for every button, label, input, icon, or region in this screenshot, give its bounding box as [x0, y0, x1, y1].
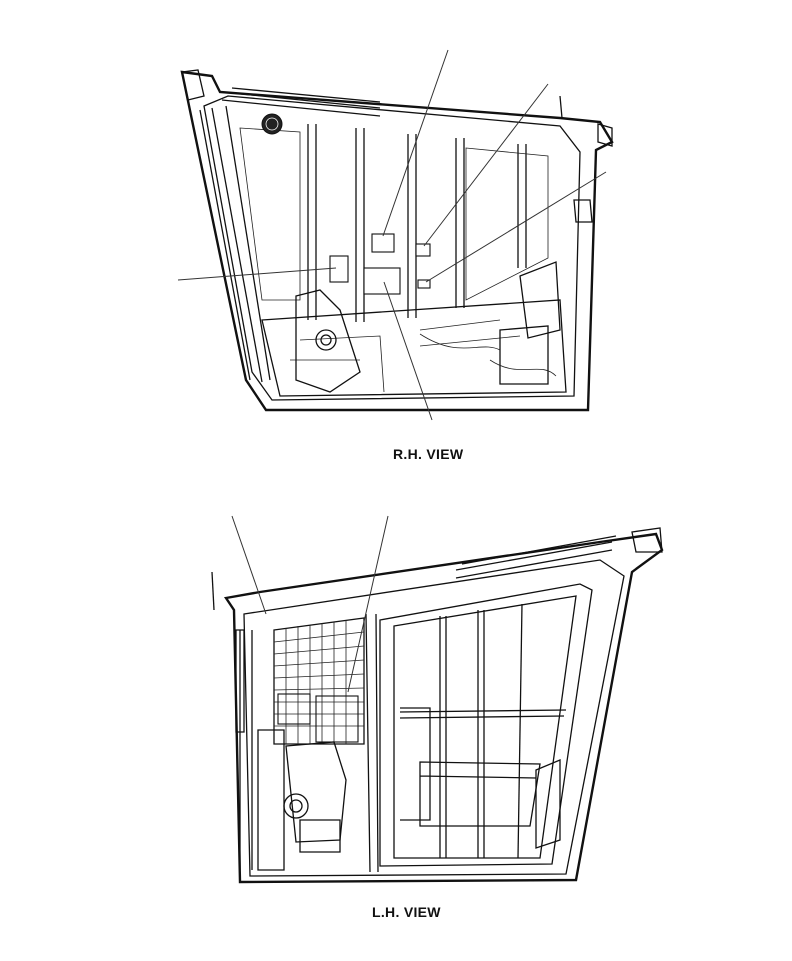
lh-seat-area: [285, 741, 347, 843]
rh-knob: [315, 329, 337, 351]
rh-decal-2: [415, 243, 431, 257]
lh-door-window-bars: [399, 603, 567, 859]
rh-seat: [295, 289, 361, 393]
lh-decal-1: [277, 693, 311, 725]
rh-decal-3: [329, 255, 349, 283]
rh-decal-4: [363, 267, 401, 295]
rh-decal-5: [417, 279, 431, 289]
lh-rear-mesh-panel: [273, 617, 365, 745]
lh-cab-outline: [223, 532, 664, 884]
rh-rear-window: [465, 147, 549, 301]
lh-fan: [283, 793, 309, 819]
rh-wiring: [419, 333, 557, 377]
rh-cab-drawing: [177, 49, 614, 421]
lh-door-rail: [400, 707, 431, 821]
lh-view-caption: L.H. VIEW: [372, 904, 441, 920]
lh-view: L.H. VIEW: [0, 480, 792, 961]
rh-leader-3: [425, 171, 607, 283]
rh-lower-panel-detail: [290, 319, 521, 393]
rh-speaker: [261, 113, 283, 135]
lh-side-bracket: [235, 629, 245, 733]
rh-roof-rail: [221, 87, 381, 117]
rh-leader-1: [382, 49, 449, 237]
lh-cab-drawing: [211, 515, 664, 884]
lh-leader-2: [347, 515, 389, 693]
rh-leader-5: [383, 281, 433, 421]
lh-lift-eye-front: [631, 527, 663, 553]
lh-front-pillar: [239, 613, 379, 873]
rh-leader-2: [423, 83, 549, 247]
lh-console: [257, 729, 341, 871]
lh-door-lower-panel: [419, 761, 541, 827]
lh-cab-inner-frame: [243, 559, 625, 877]
lh-roof-rail: [455, 535, 617, 579]
rh-mirror-bracket: [559, 95, 593, 223]
rh-view: R.H. VIEW: [0, 0, 792, 480]
lh-antenna: [211, 571, 215, 611]
lh-decal-2: [315, 695, 359, 743]
rh-lift-eye-rear: [597, 123, 613, 147]
lh-door-hinge: [535, 759, 561, 849]
rh-leader-4: [177, 267, 337, 281]
rh-rear-equipment: [499, 261, 561, 385]
rh-lower-panel: [261, 299, 567, 397]
rh-front-pillar: [199, 105, 271, 383]
rh-cab-inner-frame: [203, 95, 581, 401]
rh-view-caption: R.H. VIEW: [393, 446, 464, 462]
rh-decal-1: [371, 233, 395, 253]
rh-lift-eye-front: [181, 69, 205, 101]
lh-leader-1: [231, 515, 267, 615]
lh-door-inner: [393, 595, 577, 859]
rh-window-pillars: [307, 124, 527, 322]
lh-door-frame: [379, 583, 593, 867]
